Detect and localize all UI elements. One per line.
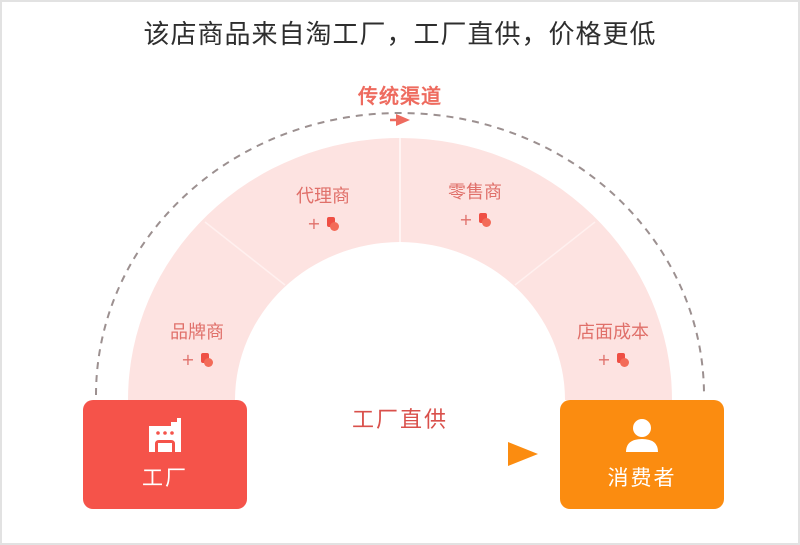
- segment-label: 品牌商: [170, 322, 224, 343]
- segment-store-cost: 店面成本 +: [558, 318, 668, 369]
- segment-divider: [204, 221, 286, 286]
- factory-label: 工厂: [142, 466, 188, 490]
- page-title: 该店商品来自淘工厂，工厂直供，价格更低: [143, 20, 657, 50]
- money-bag-icon: [478, 212, 491, 227]
- arrowhead-icon: [396, 114, 410, 126]
- traditional-channel-dashed-arrow: [95, 112, 705, 396]
- segment-label: 零售商: [448, 182, 502, 203]
- person-icon: [626, 419, 658, 452]
- segment-divider: [514, 221, 596, 286]
- money-bag-icon: [616, 352, 629, 367]
- consumer-node: 消费者: [560, 400, 724, 509]
- segment-label: 代理商: [296, 186, 350, 207]
- plus-sign: +: [181, 350, 195, 369]
- factory-node: 工厂: [83, 400, 247, 509]
- segment-brand: 品牌商 +: [142, 318, 252, 369]
- segment-retailer: 零售商 +: [420, 178, 530, 229]
- plus-sign: +: [597, 350, 611, 369]
- factory-icon: [149, 418, 181, 452]
- plus-sign: +: [307, 214, 321, 233]
- money-bag-icon: [326, 216, 339, 231]
- traditional-channel-label: 传统渠道: [358, 84, 442, 108]
- segment-label: 店面成本: [577, 322, 649, 343]
- traditional-channel-arc: [128, 138, 672, 400]
- money-bag-icon: [200, 352, 213, 367]
- consumer-label: 消费者: [607, 466, 677, 490]
- segment-agent: 代理商 +: [268, 182, 378, 233]
- arrowhead-icon: [508, 442, 538, 466]
- direct-supply-label: 工厂直供: [351, 408, 448, 433]
- plus-sign: +: [459, 210, 473, 229]
